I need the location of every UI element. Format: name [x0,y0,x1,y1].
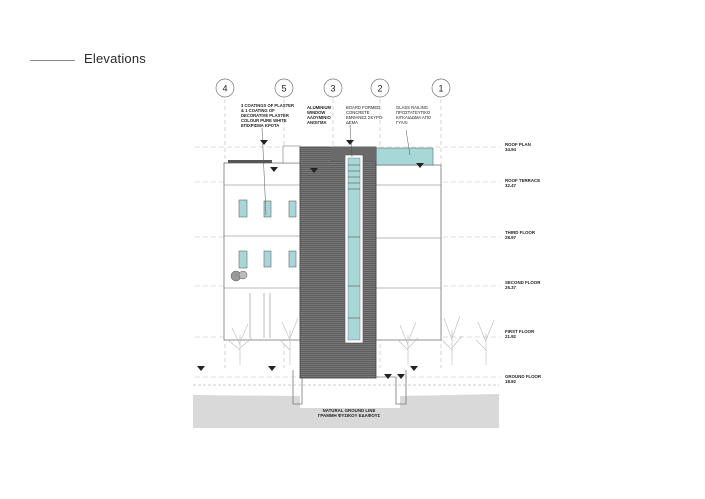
glass-railing [375,147,434,166]
ground-columns [249,293,271,338]
tower-window-glass [347,157,361,341]
concrete-note: ΕΜΦΑΝΕΣ ΣΚΥΡΟ- [346,115,384,120]
level-name: SECOND FLOOR [505,280,541,285]
concrete-note: BOARD FORMED [346,105,380,110]
grid-axis-bubbles [215,78,451,98]
tree-symbol [238,270,248,280]
concrete-note: ΔΕΜΑ [346,120,358,125]
window-note: WINDOW [307,110,325,115]
building-right-body [375,164,442,341]
building-left-body [223,162,301,341]
axis-label: 4 [222,84,227,94]
roof-structure [282,145,301,164]
elevation-markers [197,140,424,379]
plaster-note: COLOUR PURE WHITE [241,118,287,123]
level-name: ROOF PLAN [505,142,531,147]
level-value: 34.94 [505,147,517,152]
concrete-note: CONCRETE [346,110,370,115]
page-title: Elevations [84,51,146,66]
axis-label: 5 [281,84,286,94]
window-note: ALUMINIUM [307,105,331,110]
plaster-note: & 1 COATING OF [241,108,275,113]
glass-note: ΚΙΓΚΛΙΔΩΜΑ ΑΠΟ [396,115,432,120]
header-rule [30,60,75,61]
level-name: FIRST FLOOR [505,329,535,334]
level-value: 28.97 [505,235,517,240]
level-name: ROOF TERRACE [505,178,540,183]
glass-note: ΓΥΑΛΙ [396,120,408,125]
axis-label: 2 [377,84,382,94]
level-value: 25.37 [505,285,517,290]
level-value: 18.92 [505,379,517,384]
glass-note: GLASS RAILING [396,105,428,110]
window-note: ΑΛΟΥΜΙΝΙΟ [307,115,331,120]
level-name: THIRD FLOOR [505,230,536,235]
concrete-tower [299,146,377,379]
axis-label: 3 [330,84,335,94]
ground-terrain [193,394,499,428]
ground-line-label: NATURAL GROUND LINE [323,408,376,413]
level-name: GROUND FLOOR [505,374,542,379]
stair-treads [348,164,360,319]
window-note: ΑΝΟΙΓΜΑ [307,120,327,125]
level-value: 32.47 [505,183,517,188]
roof-parapet-left [228,160,272,163]
plaster-note: 3 COATINGS OF PLASTER [241,103,294,108]
concrete-tower-top [330,147,376,161]
plaster-note: ΕΠΙΧΡΙΣΜΑ ΚΡΟΤΑ [241,123,279,128]
axis-label: 1 [438,84,443,94]
left-windows [238,199,297,269]
plaster-note: DECORATIVE PLASTER [241,113,289,118]
trees [227,315,495,365]
ground-line-label: ΓΡΑΜΜΗ ΦΥΣΙΚΟΥ ΕΔΑΦΟΥΣ [318,413,381,418]
level-value: 21.92 [505,334,517,339]
glass-note: ΠΡΟΣΤΑΤΕΥΤΙΚΟ [396,110,431,115]
